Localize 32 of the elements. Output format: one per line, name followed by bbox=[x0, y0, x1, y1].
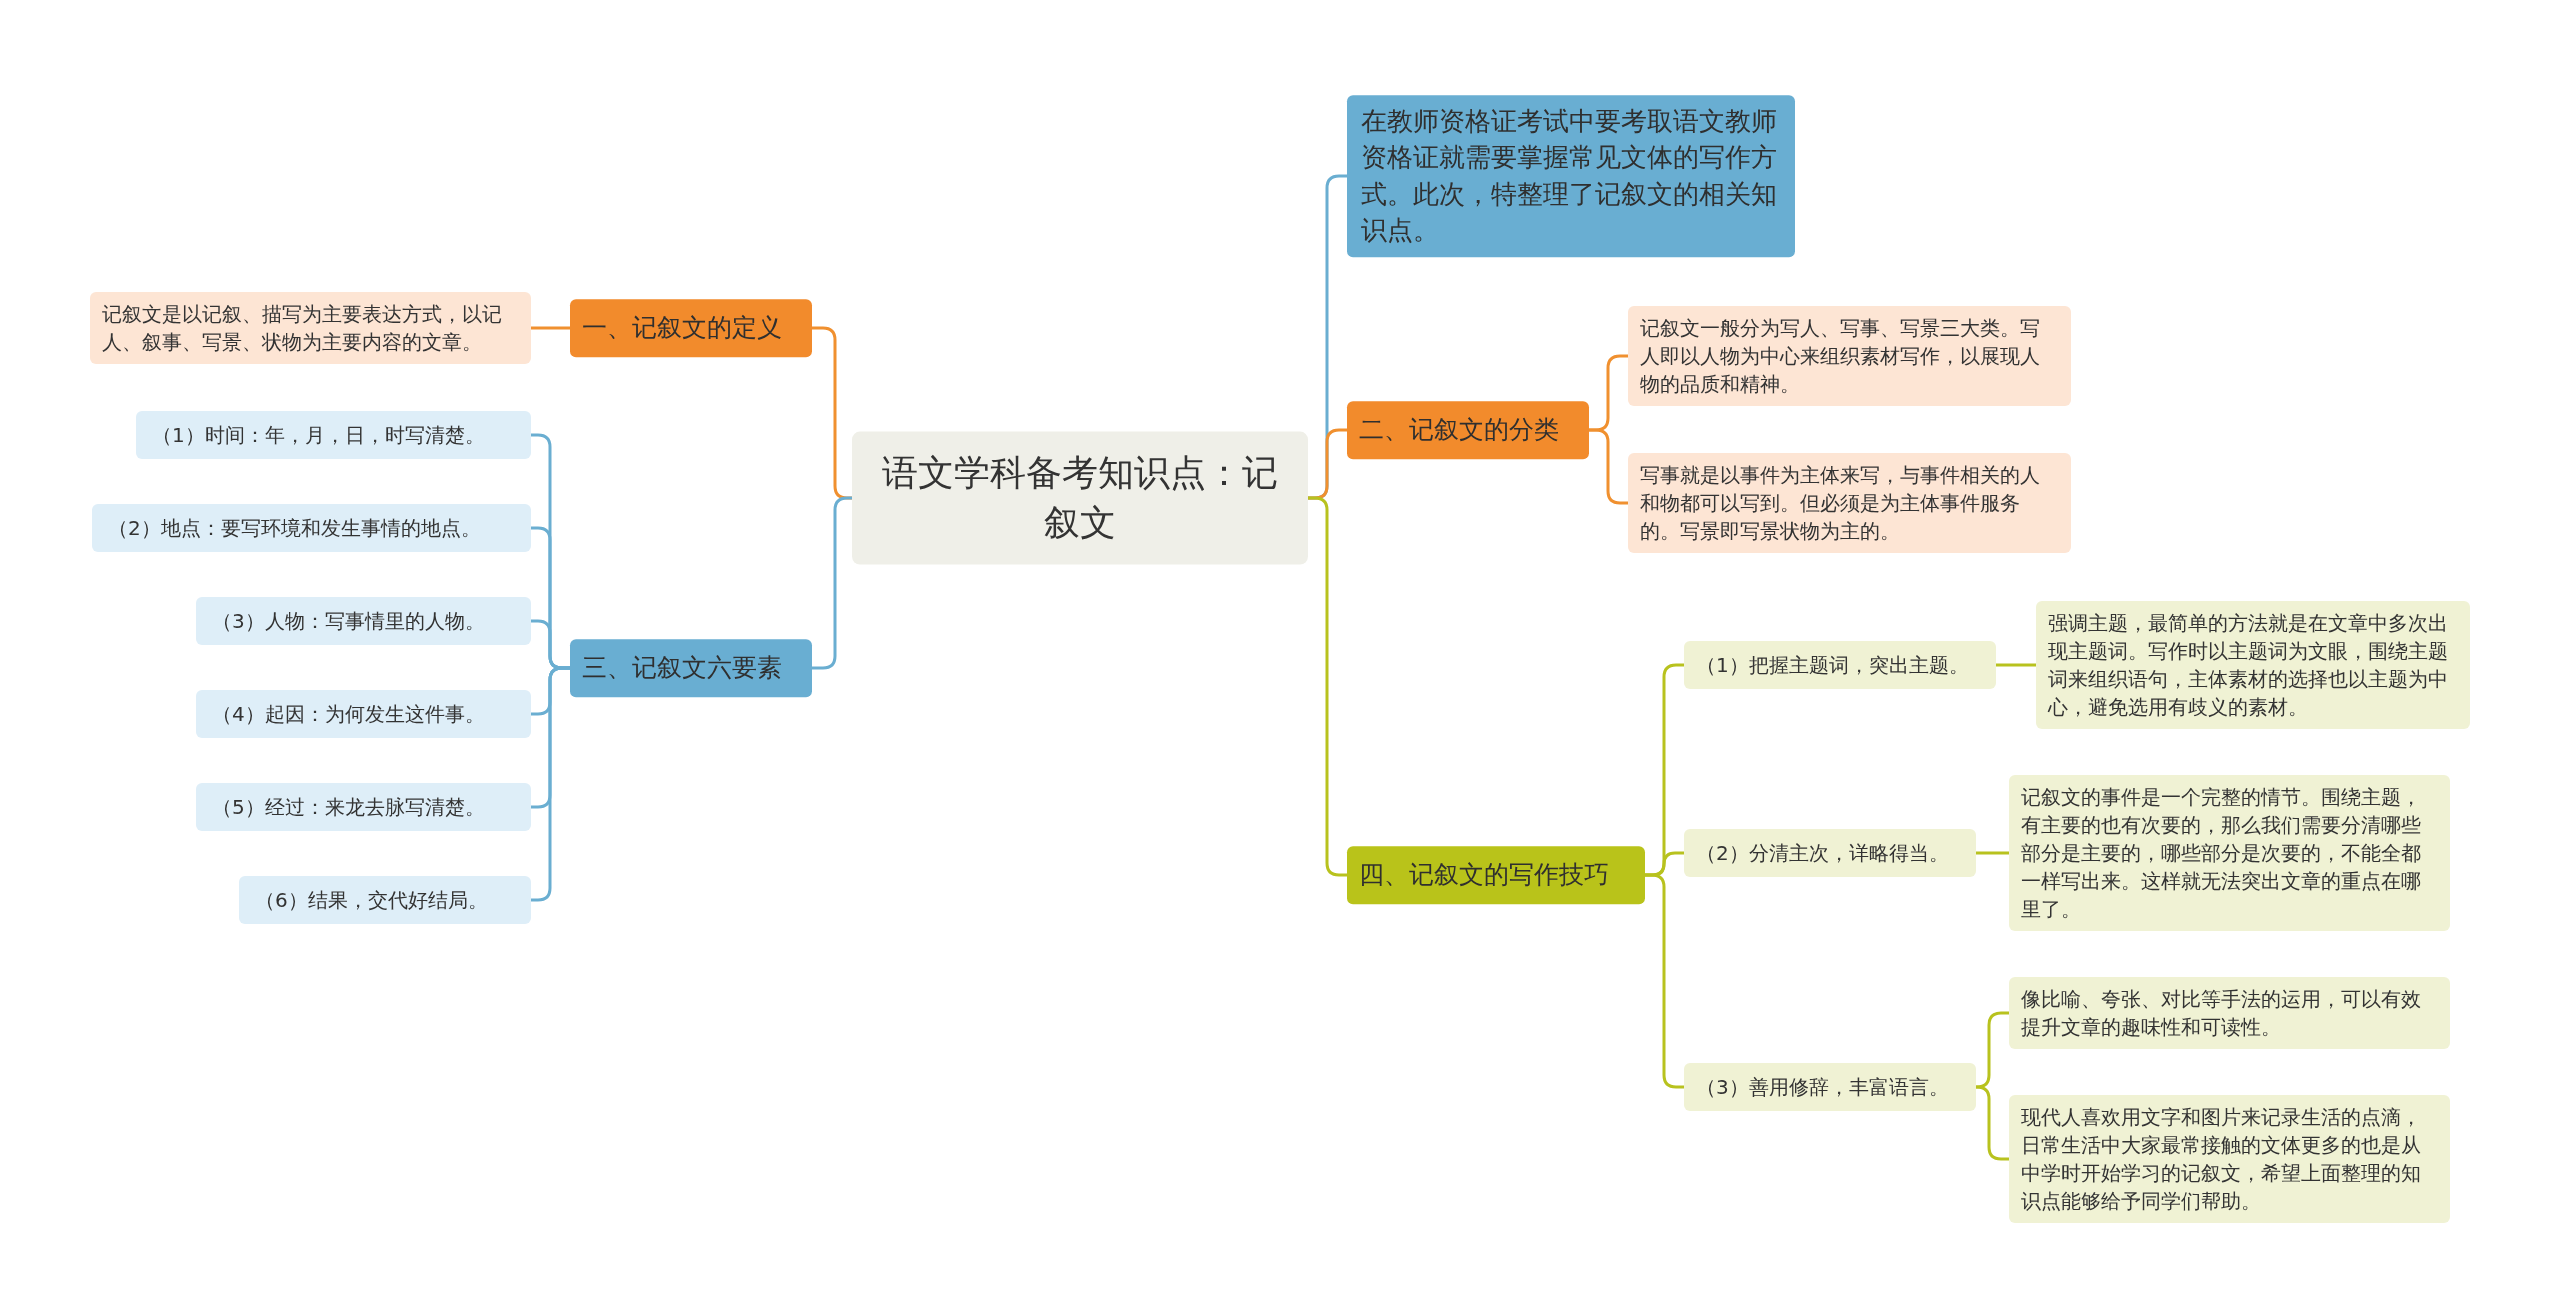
subtopic: （3）善用修辞，丰富语言。 bbox=[1684, 1063, 1976, 1111]
connector-line bbox=[1587, 428, 1630, 505]
subtopic: （3）人物：写事情里的人物。 bbox=[196, 597, 531, 645]
subtopic: （2）地点：要写环境和发生事情的地点。 bbox=[92, 504, 531, 552]
connector-line bbox=[1306, 496, 1349, 877]
note-card: 记叙文的事件是一个完整的情节。围绕主题，有主要的也有次要的，那么我们需要分清哪些部分是主要的，哪些部分是次要的，不能全都一样写出来。这样就无法突出文章的重点在哪里了。 bbox=[2009, 775, 2450, 931]
subtopic: （1）时间：年，月，日，时写清楚。 bbox=[136, 411, 531, 459]
note-card: 记叙文一般分为写人、写事、写景三大类。写人即以人物为中心来组织素材写作，以展现人物的品质和精神。 bbox=[1628, 306, 2071, 406]
connector-line bbox=[529, 326, 572, 330]
subtopic: （2）分清主次，详略得当。 bbox=[1684, 829, 1976, 877]
subtopic: （5）经过：来龙去脉写清楚。 bbox=[196, 783, 531, 831]
main-topic: 四、记叙文的写作技巧 bbox=[1347, 846, 1645, 904]
main-topic: 二、记叙文的分类 bbox=[1347, 401, 1589, 459]
note-card: 写事就是以事件为主体来写，与事件相关的人和物都可以写到。但必须是为主体事件服务的。写景即写景状物为主的。 bbox=[1628, 453, 2071, 553]
connector-line bbox=[529, 666, 572, 902]
note-card: 记叙文是以记叙、描写为主要表达方式，以记人、叙事、写景、状物为主要内容的文章。 bbox=[90, 292, 531, 364]
connector-line bbox=[810, 496, 854, 670]
note-card: 现代人喜欢用文字和图片来记录生活的点滴，日常生活中大家最常接触的文体更多的也是从中学时开始学习的记叙文，希望上面整理的知识点能够给予同学们帮助。 bbox=[2009, 1095, 2450, 1223]
subtopic: （6）结果，交代好结局。 bbox=[239, 876, 531, 924]
connector-line bbox=[1974, 1011, 2011, 1089]
connector-line bbox=[1974, 851, 2011, 855]
connector-line bbox=[1974, 1085, 2011, 1161]
intro-topic: 在教师资格证考试中要考取语文教师资格证就需要掌握常见文体的写作方式。此次，特整理了记叙文的相关知识点。 bbox=[1347, 95, 1795, 257]
main-topic: 三、记叙文六要素 bbox=[570, 639, 812, 697]
subtopic: （4）起因：为何发生这件事。 bbox=[196, 690, 531, 738]
note-card: 强调主题，最简单的方法就是在文章中多次出现主题词。写作时以主题词为文眼，围绕主题词来组织语句，主体素材的选择也以主题为中心，避免选用有歧义的素材。 bbox=[2036, 601, 2470, 729]
main-topic: 一、记叙文的定义 bbox=[570, 299, 812, 357]
subtopic: （1）把握主题词，突出主题。 bbox=[1684, 641, 1996, 689]
note-card: 像比喻、夸张、对比等手法的运用，可以有效提升文章的趣味性和可读性。 bbox=[2009, 977, 2450, 1049]
connector-line bbox=[1994, 663, 2038, 667]
connector-line bbox=[1643, 873, 1686, 1089]
central-topic: 语文学科备考知识点：记叙文 bbox=[852, 431, 1308, 565]
